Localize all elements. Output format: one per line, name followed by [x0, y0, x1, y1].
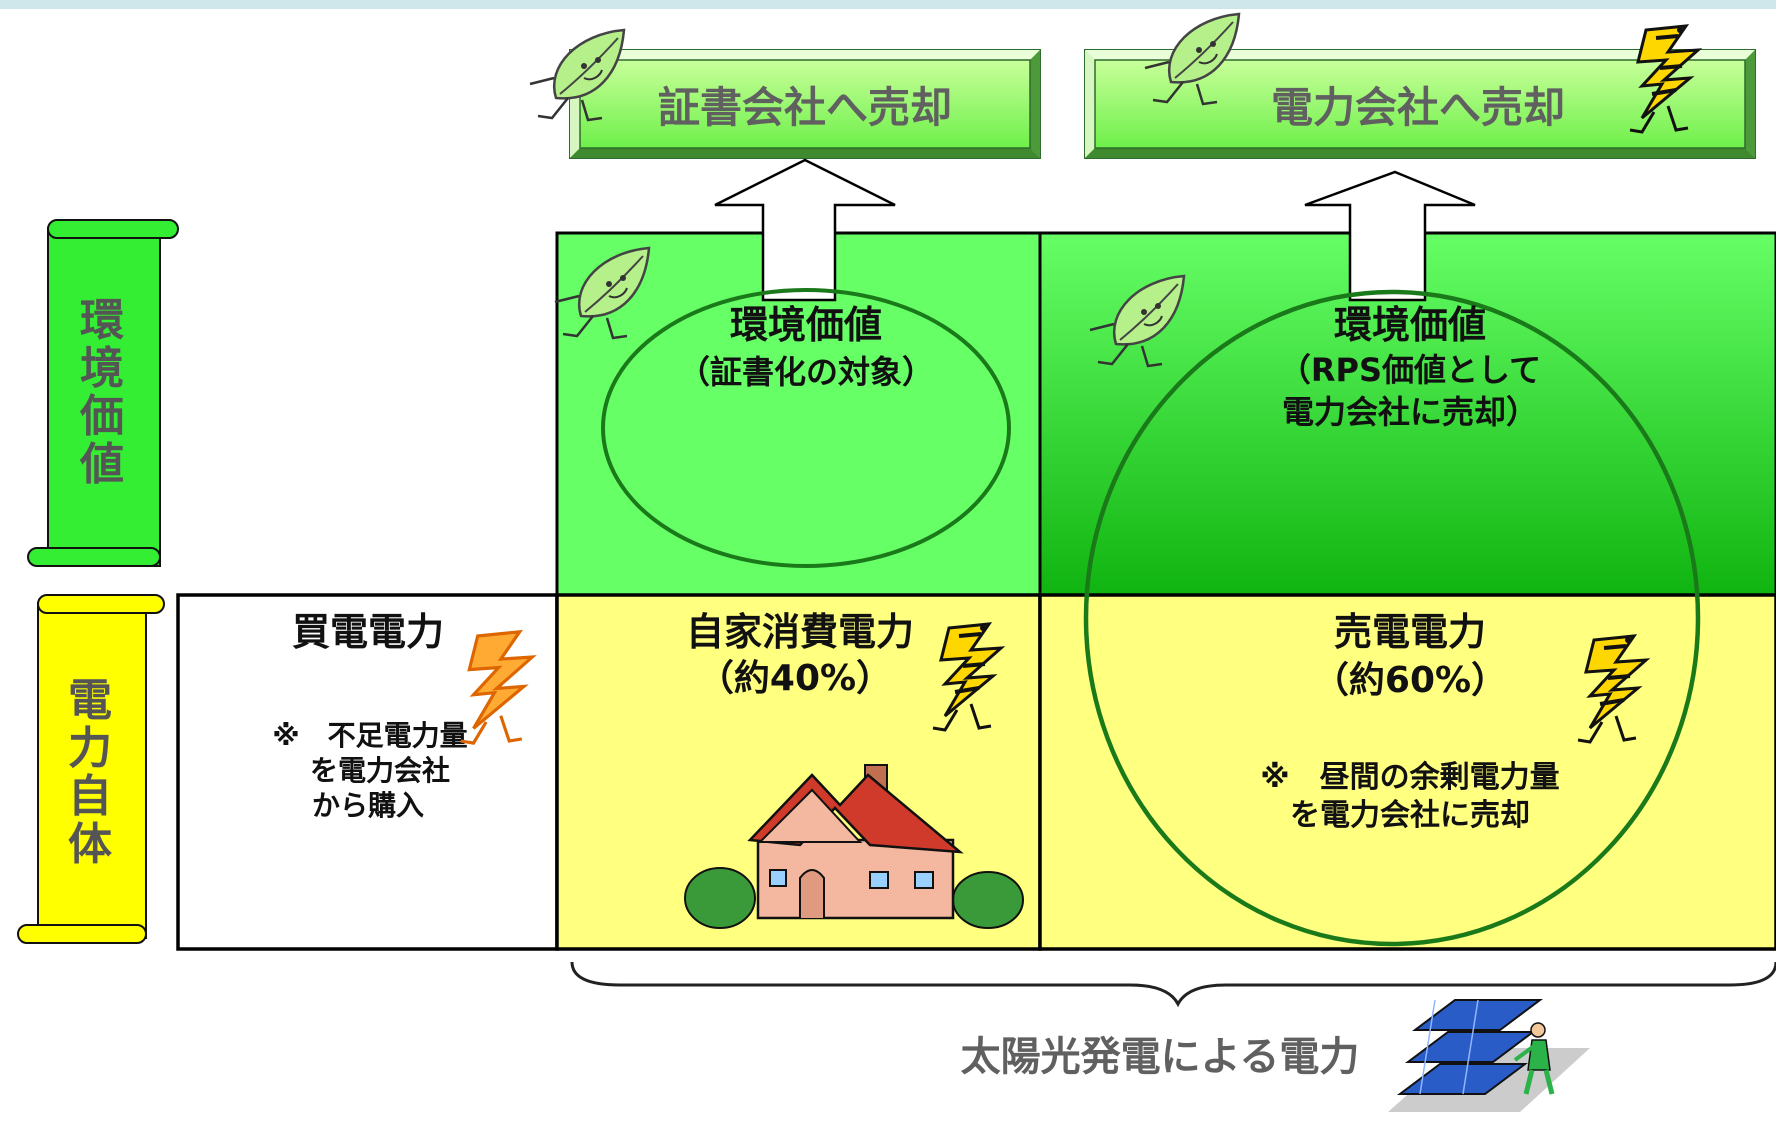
- sell-to-power-company-label: 電力会社へ売却: [1271, 83, 1565, 132]
- self-consumption-share: （約40%）: [698, 658, 892, 699]
- sell-to-certificate-box: 証書会社へ売却: [569, 49, 1041, 159]
- env-value-row-label-char: 環: [80, 295, 124, 346]
- sold-power-share: （約60%）: [1313, 660, 1507, 701]
- power-row-label-char: 体: [68, 819, 112, 870]
- certificate-scope-ellipse: [601, 288, 1011, 568]
- purchased-power-title: 買電電力: [292, 610, 444, 654]
- power-row-label-char: 力: [68, 723, 112, 774]
- env-value-sold-line2: 電力会社に売却）: [1282, 393, 1538, 431]
- up-arrow-icon: [1304, 170, 1476, 302]
- house-icon: [684, 764, 1024, 929]
- power-row-label-char: 自: [68, 771, 112, 822]
- sold-power-cell: [1038, 593, 1776, 951]
- env-value-sold-title: 環境価値: [1334, 303, 1486, 347]
- sold-power-note-line1: ※ 昼間の余剰電力量: [1260, 760, 1559, 795]
- env-value-row-label-char: 境: [80, 343, 124, 394]
- purchased-power-note-line3: から購入: [312, 789, 424, 822]
- self-consumption-title: 自家消費電力: [686, 610, 914, 654]
- env-value-row-banner: 環 境 価 値: [27, 219, 179, 567]
- env-value-row-label-char: 値: [79, 439, 124, 490]
- env-value-self-title: 環境価値: [730, 303, 882, 347]
- sell-to-certificate-label: 証書会社へ売却: [658, 83, 952, 132]
- solar-panel-worker-icon: [1388, 999, 1590, 1112]
- env-value-sold-line1: （RPS価値として: [1279, 351, 1541, 389]
- sold-power-note-line2: を電力会社に売却: [1290, 798, 1530, 833]
- lightning-character-icon: [460, 629, 537, 745]
- power-row-banner: 電 力 自 体: [17, 594, 165, 944]
- solar-power-label: 太陽光発電による電力: [961, 1034, 1360, 1080]
- curly-brace-icon: [570, 961, 1776, 1008]
- top-accent-bar: [0, 0, 1776, 9]
- purchased-power-note-line2: を電力会社: [310, 754, 450, 787]
- env-value-self-subtitle: （証書化の対象）: [678, 353, 934, 391]
- sold-power-title: 売電電力: [1334, 610, 1486, 654]
- rps-scope-circle: [1083, 289, 1701, 947]
- env-value-row-label-char: 価: [79, 391, 124, 442]
- purchased-power-note-line1: ※ 不足電力量: [272, 719, 467, 752]
- up-arrow-icon: [714, 158, 896, 302]
- power-row-label-char: 電: [68, 675, 112, 726]
